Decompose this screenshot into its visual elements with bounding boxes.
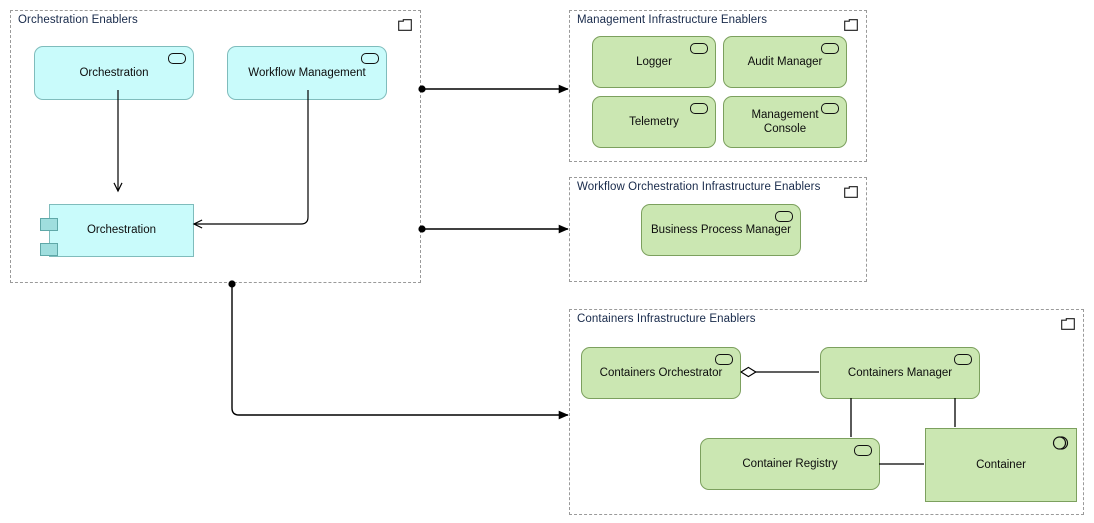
service-icon <box>954 354 972 365</box>
element-container-registry[interactable]: Container Registry <box>700 438 880 490</box>
package-title: Workflow Orchestration Infrastructure En… <box>577 181 821 193</box>
node-icon <box>1052 436 1069 450</box>
component-tab-icon <box>40 243 58 256</box>
element-label: Container Registry <box>742 457 838 470</box>
element-audit-manager[interactable]: Audit Manager <box>723 36 847 88</box>
element-label: Containers Manager <box>847 366 953 379</box>
package-containers-infrastructure-enablers[interactable]: Containers Infrastructure Enablers Conta… <box>569 309 1084 515</box>
package-orchestration-enablers[interactable]: Orchestration Enablers Orchestration Wor… <box>10 10 421 283</box>
folder-icon <box>398 19 412 31</box>
element-label: Management Console <box>751 108 819 135</box>
element-management-console[interactable]: Management Console <box>723 96 847 148</box>
component-tab-icon <box>40 218 58 231</box>
package-management-infrastructure-enablers[interactable]: Management Infrastructure Enablers Logge… <box>569 10 867 162</box>
service-icon <box>361 53 379 64</box>
service-icon <box>168 53 186 64</box>
element-label: Containers Orchestrator <box>599 366 723 379</box>
folder-icon <box>1061 318 1075 330</box>
element-workflow-management-service[interactable]: Workflow Management <box>227 46 387 100</box>
service-icon <box>854 445 872 456</box>
element-container[interactable]: Container <box>925 428 1077 502</box>
element-label: Logger <box>636 55 672 68</box>
element-label: Audit Manager <box>747 55 823 68</box>
element-label: Business Process Manager <box>651 223 791 236</box>
element-label: Orchestration <box>79 66 149 79</box>
service-icon <box>690 103 708 114</box>
service-icon <box>775 211 793 222</box>
package-title: Orchestration Enablers <box>18 14 138 26</box>
package-workflow-orchestration-infrastructure-enablers[interactable]: Workflow Orchestration Infrastructure En… <box>569 177 867 282</box>
service-icon <box>715 354 733 365</box>
connector-orchestration-enablers-to-containers-infrastructure <box>228 280 569 420</box>
element-label: Telemetry <box>629 115 679 128</box>
element-telemetry[interactable]: Telemetry <box>592 96 716 148</box>
element-orchestration-component[interactable]: Orchestration <box>40 204 194 257</box>
folder-icon <box>844 186 858 198</box>
service-icon <box>821 103 839 114</box>
service-icon <box>821 43 839 54</box>
element-logger[interactable]: Logger <box>592 36 716 88</box>
element-label: Container <box>976 458 1026 471</box>
element-business-process-manager[interactable]: Business Process Manager <box>641 204 801 256</box>
package-title: Management Infrastructure Enablers <box>577 14 768 26</box>
service-icon <box>690 43 708 54</box>
element-label: Workflow Management <box>248 66 366 79</box>
package-title: Containers Infrastructure Enablers <box>577 313 756 325</box>
element-containers-manager[interactable]: Containers Manager <box>820 347 980 399</box>
element-orchestration-service[interactable]: Orchestration <box>34 46 194 100</box>
element-containers-orchestrator[interactable]: Containers Orchestrator <box>581 347 741 399</box>
element-label: Orchestration <box>86 224 157 237</box>
folder-icon <box>844 19 858 31</box>
